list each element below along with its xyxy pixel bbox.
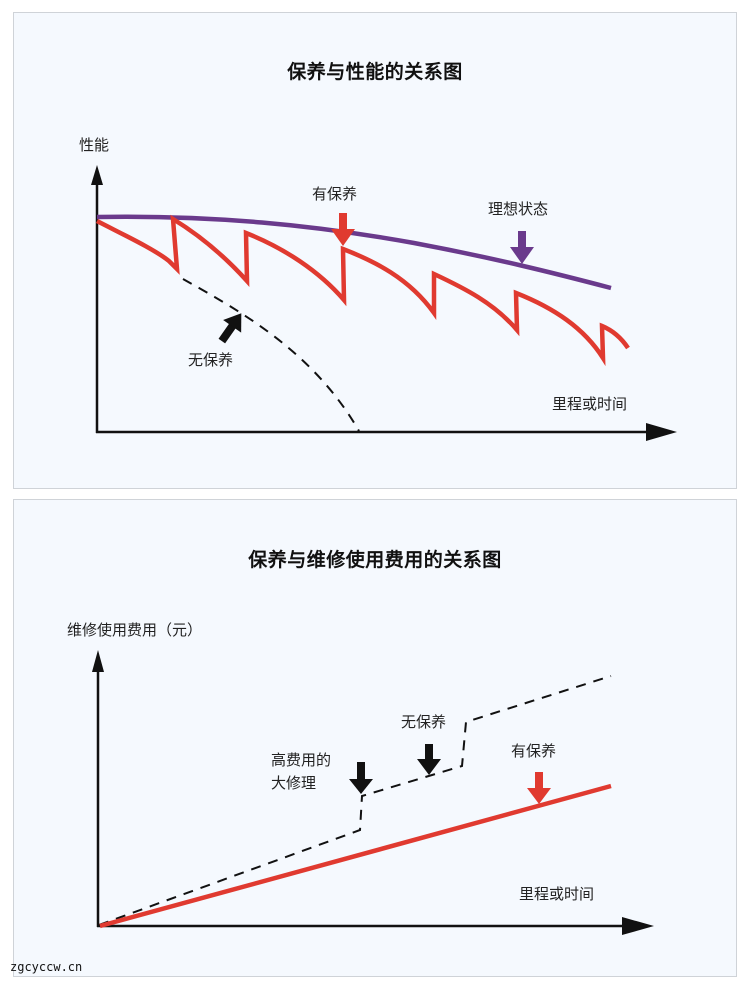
- cost-diagram-panel: 保养与维修使用费用的关系图 维修使用费用（元） 高费用的 大修理 无保养 有保养…: [13, 499, 737, 977]
- unmaintained-arrow-icon: [218, 313, 242, 344]
- unmaintained-cost-line: [98, 675, 612, 926]
- maintained-arrow-icon: [331, 213, 355, 246]
- label-major-repair-line2: 大修理: [271, 774, 317, 792]
- ideal-arrow-icon: [510, 231, 534, 264]
- maintained-curve: [95, 214, 630, 367]
- performance-chart-svg: [91, 165, 677, 441]
- y-axis-arrow-icon: [91, 165, 103, 185]
- diagram-title: 保养与性能的关系图: [287, 61, 463, 83]
- label-unmaintained: 无保养: [188, 351, 234, 369]
- label-maintained: 有保养: [511, 742, 557, 760]
- label-unmaintained: 无保养: [401, 713, 447, 731]
- x-axis-label: 里程或时间: [552, 395, 628, 413]
- maintained-arrow-icon: [527, 772, 551, 804]
- cost-chart-svg: [92, 650, 654, 935]
- unmaintained-arrow-icon: [417, 744, 441, 775]
- y-axis-label: 性能: [79, 136, 110, 154]
- performance-diagram-panel: 保养与性能的关系图 性能 有保养 理想状态 无保养 里程或时间: [13, 12, 737, 489]
- axes: [91, 165, 677, 441]
- x-axis-arrow-icon: [622, 917, 654, 935]
- ideal-curve: [96, 214, 612, 291]
- maintained-cost-line: [99, 783, 612, 929]
- y-axis-arrow-icon: [92, 650, 104, 672]
- label-ideal: 理想状态: [488, 200, 549, 218]
- x-axis-label: 里程或时间: [519, 885, 595, 903]
- watermark: zgcyccw.cn: [10, 960, 83, 974]
- diagram-title: 保养与维修使用费用的关系图: [248, 549, 502, 571]
- label-major-repair-line1: 高费用的: [271, 751, 332, 769]
- x-axis-arrow-icon: [646, 423, 677, 441]
- major-repair-arrow-icon: [349, 762, 373, 794]
- unmaintained-curve: [182, 278, 360, 432]
- label-maintained: 有保养: [312, 185, 358, 203]
- y-axis-label: 维修使用费用（元）: [67, 621, 203, 639]
- axes: [92, 650, 654, 935]
